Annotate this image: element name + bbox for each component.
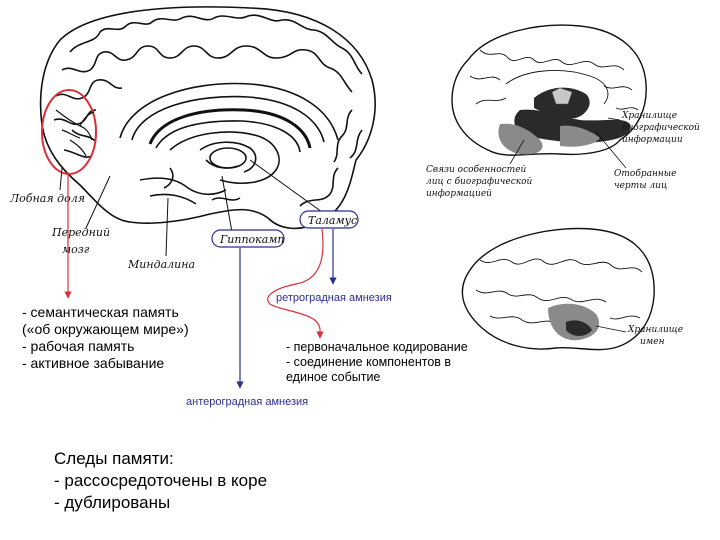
label-names-2: имен xyxy=(640,337,665,347)
label-names-1: Хранилище xyxy=(627,325,683,335)
frontal-branching xyxy=(55,109,95,157)
thalamus-red-arrow xyxy=(267,228,324,339)
frontal-function-item: - активное забывание xyxy=(22,355,165,371)
thalamus-functions-list: - первоначальное кодирование - соединени… xyxy=(286,340,468,385)
label-frontal-lobe: Лобная доля xyxy=(9,192,85,205)
label-forebrain-1: Передний xyxy=(51,226,110,239)
thalamus-function-item: - соединение компонентов в xyxy=(286,355,452,369)
label-features-2: черты лиц xyxy=(614,181,667,191)
anterograde-amnesia-label: антероградная амнезия xyxy=(186,396,309,408)
label-bio-store-2: биографической xyxy=(622,122,700,133)
frontal-functions-list: - семантическая память («об окружающем м… xyxy=(22,304,189,372)
label-bio-store-1: Хранилище xyxy=(621,111,677,121)
label-links-3: информацией xyxy=(426,189,492,199)
label-thalamus: Таламус xyxy=(308,214,357,227)
label-amygdala: Миндалина xyxy=(127,258,195,271)
frontal-function-item: - рабочая память xyxy=(22,338,135,354)
label-hippocampus: Гиппокамп xyxy=(219,233,285,246)
memory-traces-block: Следы памяти: - рассосредоточены в коре … xyxy=(54,448,267,514)
frontal-function-item: - семантическая память xyxy=(22,304,179,320)
label-bio-store-3: информации xyxy=(622,135,683,145)
label-features-1: Отобранные xyxy=(614,168,676,179)
memory-traces-item: - рассосредоточены в коре xyxy=(54,471,268,490)
thalamus-function-item: единое событие xyxy=(286,370,381,384)
label-pointers xyxy=(59,159,323,257)
thalamus-function-item: - первоначальное кодирование xyxy=(286,340,468,354)
label-links-2: лиц с биографической xyxy=(426,176,533,187)
thalamus-capsule xyxy=(299,210,359,229)
label-forebrain-2: мозг xyxy=(62,243,90,256)
frontal-lobe-highlight xyxy=(41,89,97,175)
retrograde-amnesia-label: ретроградная амнезия xyxy=(276,292,392,304)
medial-brain-section xyxy=(39,6,376,230)
memory-traces-item: - дублированы xyxy=(54,493,171,512)
hippocampus-capsule xyxy=(211,229,285,248)
memory-traces-title: Следы памяти: xyxy=(54,449,174,468)
frontal-function-item: («об окружающем мире») xyxy=(22,321,189,337)
lateral-brain-top xyxy=(451,24,647,169)
label-links-1: Связи особенностей xyxy=(426,164,527,175)
lateral-brain-bottom xyxy=(461,227,655,351)
